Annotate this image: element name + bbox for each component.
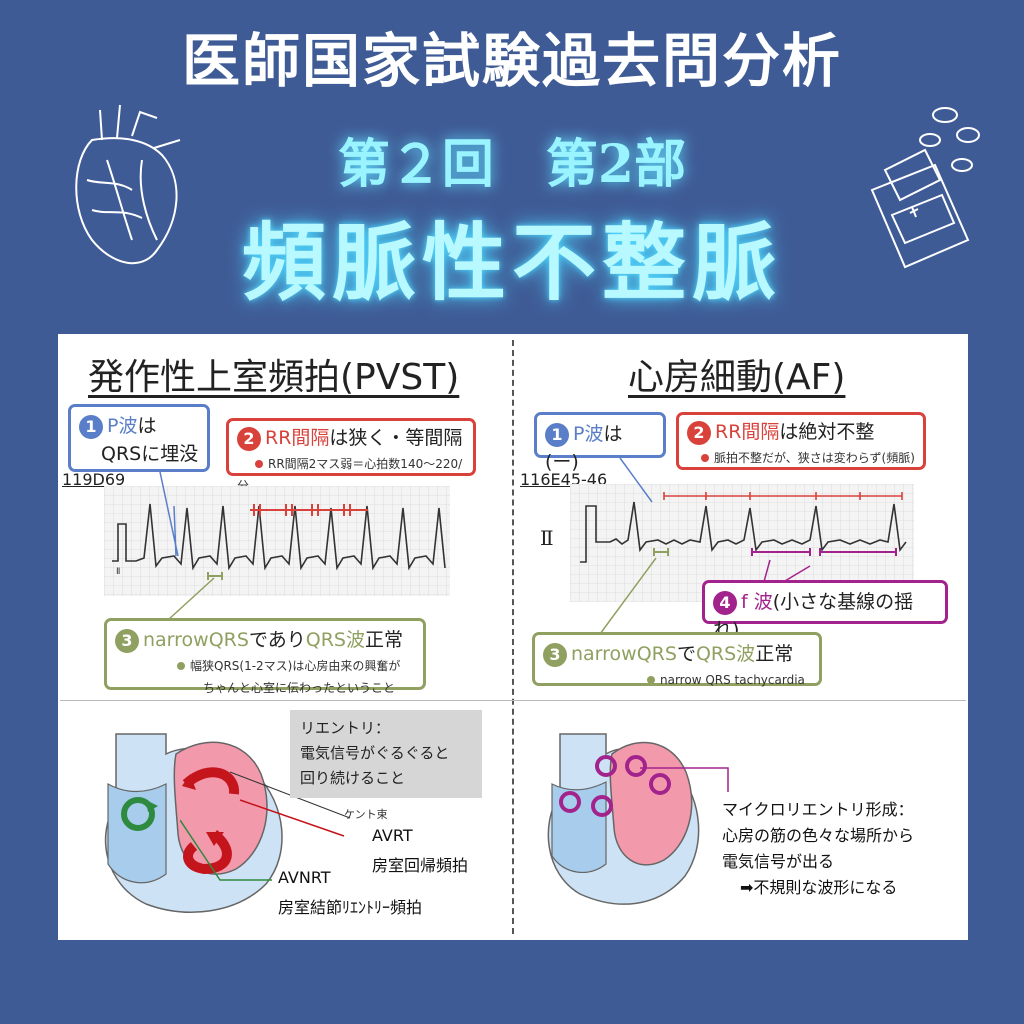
micro-line-3: ➡不規則な波形になる <box>740 878 898 897</box>
avrt-jp-label: 房室回帰頻拍 <box>372 856 469 875</box>
rr-note: 脈拍不整だが、狭さは変わらず(頻脈) <box>714 450 915 465</box>
qrs-note: narrow QRS tachycardia <box>660 672 805 687</box>
left-exam-code: 119D69 <box>62 470 126 489</box>
left-title: 発作性上室頻拍(PVST) <box>88 357 460 398</box>
num-badge: 3 <box>543 642 567 667</box>
num-badge: 3 <box>115 628 139 653</box>
f-wave-label: f 波 <box>741 591 773 613</box>
qrs-suffix: 正常 <box>364 629 403 651</box>
reentry-line-2: 回り続けること <box>300 769 406 787</box>
micro-line-1: 心房の筋の色々な場所から <box>722 826 915 845</box>
left-heart-diagram <box>104 733 283 913</box>
page-title: 医師国家試験過去問分析 <box>181 27 842 95</box>
right-lead-label: Ⅱ <box>540 526 554 550</box>
p-wave-suffix: は <box>137 415 157 437</box>
qrs-note-2: ちゃんと心室に伝わったということ <box>203 680 396 695</box>
p-wave-detail: QRSに埋没 <box>101 442 199 465</box>
qrs-suffix: 正常 <box>755 643 794 665</box>
qrs-label: QRS波 <box>305 629 365 651</box>
reentry-title: リエントリ： <box>300 719 391 737</box>
avnrt-jp-label: 房室結節ﾘｴﾝﾄﾘｰ頻拍 <box>278 898 423 917</box>
right-heart-diagram <box>547 733 700 905</box>
reentry-line-1: 電気信号がぐるぐると <box>300 744 450 762</box>
narrow-mid: で <box>676 643 696 665</box>
rr-label: RR間隔 <box>265 427 330 449</box>
num-badge: 4 <box>713 590 737 615</box>
medicine-bottle-icon <box>870 107 980 269</box>
heart-illustration-icon <box>75 104 181 265</box>
micro-title: マイクロリエントリ形成： <box>722 800 914 819</box>
num-badge: 2 <box>687 420 711 445</box>
svg-text:Ⅱ: Ⅱ <box>116 567 120 577</box>
p-wave-suffix: は(ー) <box>545 423 623 473</box>
micro-label-line <box>640 767 729 792</box>
micro-line-2: 電気信号が出る <box>722 852 835 871</box>
avnrt-label: AVNRT <box>278 868 331 887</box>
avrt-label: AVRT <box>372 826 413 845</box>
narrow-label: narrowQRS <box>571 643 677 665</box>
reentry-note-box: リエントリ： 電気信号がぐるぐると 回り続けること <box>290 710 482 798</box>
main-topic: 頻脈性不整脈 <box>241 213 782 312</box>
left-connector-lines <box>159 471 215 621</box>
rr-label: RR間隔 <box>715 421 780 443</box>
right-title: 心房細動(AF) <box>628 357 846 398</box>
qrs-label: QRS波 <box>695 643 756 665</box>
page-subtitle: 第２回 第2部 <box>337 134 687 195</box>
rr-suffix: は絶対不整 <box>779 421 875 443</box>
horizontal-divider <box>60 700 966 701</box>
vertical-divider <box>512 340 514 934</box>
narrow-label: narrowQRS <box>143 629 249 651</box>
kent-bundle-label: ケント束 <box>344 808 388 821</box>
qrs-note-1: 幅狭QRS(1-2マス)は心房由来の興奮が <box>190 658 401 673</box>
narrow-mid: であり <box>248 629 306 651</box>
num-badge: 2 <box>237 426 261 451</box>
p-wave-label: P波 <box>107 415 138 437</box>
num-badge: 1 <box>79 414 103 439</box>
num-badge: 1 <box>545 422 569 447</box>
left-ecg-strip: Ⅱ <box>104 486 450 596</box>
rr-suffix: は狭く・等間隔 <box>329 427 463 449</box>
left-label-lines <box>180 771 351 881</box>
p-wave-label: P波 <box>573 423 604 445</box>
